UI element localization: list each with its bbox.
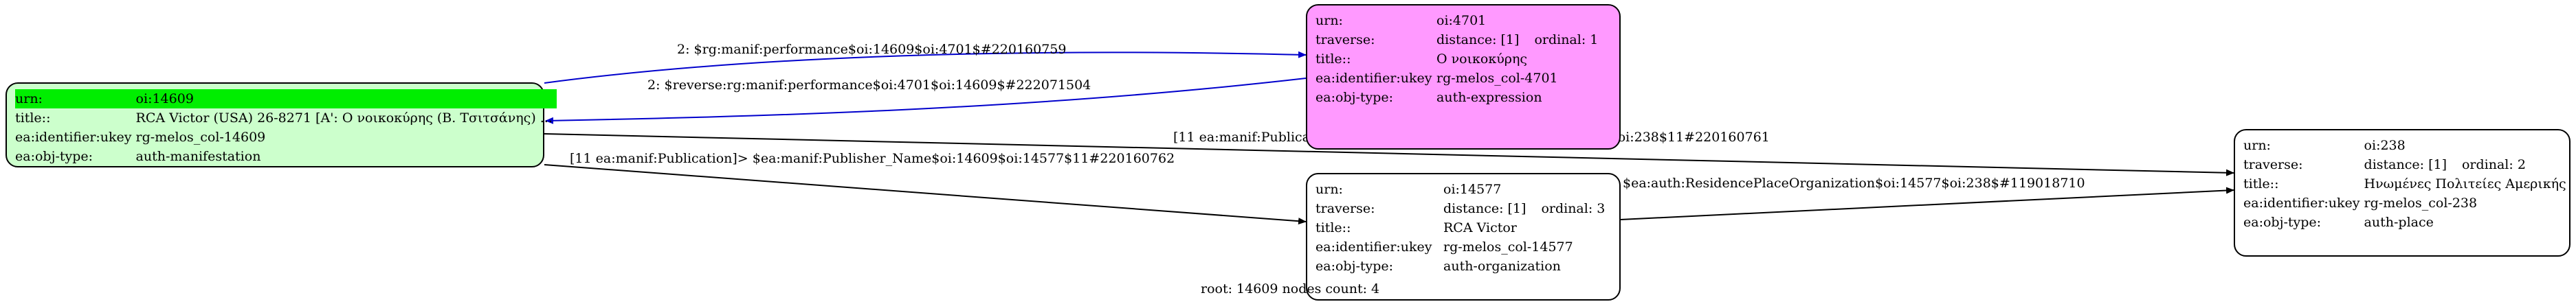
node-manifestation-14609[interactable]: urn: oi:14609 title:: RCA Victor (USA) 2… <box>5 82 557 167</box>
row-value: oi:14577 <box>1443 182 1502 197</box>
node-row-traverse: traverse: distance: [1] ordinal: 3 <box>1315 199 1605 218</box>
edge-label-performance: 2: $rg:manif:performance$oi:14609$oi:470… <box>677 42 1067 57</box>
node-row-title: title:: Ηνωμένες Πολιτείες Αμερικής <box>2243 174 2571 194</box>
row-value: Ηνωμένες Πολιτείες Αμερικής <box>2364 176 2566 191</box>
node-row-obj-type: ea:obj-type: auth-expression <box>1315 88 1598 107</box>
node-expression-4701[interactable]: urn: oi:4701 traverse: distance: [1] ordi… <box>1306 4 1621 150</box>
row-key: ea:identifier:ukey <box>1315 239 1432 255</box>
row-key: title:: <box>1315 220 1351 235</box>
node-attribute-table: urn: oi:238 traverse: distance: [1] ordin… <box>2243 136 2571 232</box>
row-value: oi:238 <box>2364 138 2406 153</box>
row-key: ea:identifier:ukey <box>15 130 132 145</box>
node-row-title: title:: RCA Victor (USA) 26-8271 [Α': Ο … <box>15 108 557 128</box>
traverse-distance: distance: [1] <box>1443 201 1526 216</box>
node-row-identifier: ea:identifier:ukey rg-melos_col-4701 <box>1315 69 1598 88</box>
row-value: auth-organization <box>1443 259 1561 274</box>
row-value: RCA Victor (USA) 26-8271 [Α': Ο νοικοκύρ… <box>135 110 553 126</box>
node-row-obj-type: ea:obj-type: auth-organization <box>1315 257 1605 276</box>
traverse-ordinal: ordinal: 3 <box>1541 201 1606 216</box>
traverse-ordinal: ordinal: 1 <box>1534 32 1599 47</box>
row-key: title:: <box>15 110 51 126</box>
node-row-title: title:: RCA Victor <box>1315 218 1605 237</box>
row-value: auth-expression <box>1436 90 1542 105</box>
node-row-identifier: ea:identifier:ukey rg-melos_col-14609 <box>15 128 557 147</box>
graph-footer: root: 14609 nodes count: 4 <box>1201 281 1380 296</box>
edge-label-publisher-name: [11 ea:manif:Publication]> $ea:manif:Pub… <box>570 151 1175 166</box>
row-value: Ο νοικοκύρης <box>1436 51 1527 67</box>
node-organization-14577[interactable]: urn: oi:14577 traverse: distance: [1] ord… <box>1306 173 1621 301</box>
node-row-title: title:: Ο νοικοκύρης <box>1315 49 1598 69</box>
row-value: rg-melos_col-238 <box>2364 196 2478 211</box>
traverse-ordinal: ordinal: 2 <box>2461 157 2526 172</box>
node-row-obj-type: ea:obj-type: auth-place <box>2243 213 2571 232</box>
row-key: ea:obj-type: <box>2243 215 2322 230</box>
row-value: rg-melos_col-14609 <box>135 130 266 145</box>
node-row-traverse: traverse: distance: [1] ordinal: 1 <box>1315 30 1598 49</box>
row-value: auth-place <box>2364 215 2434 230</box>
node-row-identifier: ea:identifier:ukey rg-melos_col-238 <box>2243 194 2571 213</box>
node-row-urn: urn: oi:238 <box>2243 136 2571 155</box>
node-attribute-table: urn: oi:14609 title:: RCA Victor (USA) 2… <box>15 89 557 166</box>
row-value: rg-melos_col-14577 <box>1443 239 1573 255</box>
edge-label-reverse-performance: 2: $reverse:rg:manif:performance$oi:4701… <box>647 78 1091 93</box>
row-value: oi:4701 <box>1436 13 1487 28</box>
row-key: urn: <box>2243 138 2271 153</box>
node-row-traverse: traverse: distance: [1] ordinal: 2 <box>2243 155 2571 174</box>
row-key: ea:obj-type: <box>1315 259 1394 274</box>
row-key: urn: <box>1315 182 1343 197</box>
row-key: urn: <box>15 89 136 108</box>
row-value: auth-manifestation <box>135 149 261 164</box>
node-place-238[interactable]: urn: oi:238 traverse: distance: [1] ordin… <box>2234 129 2571 257</box>
row-key: traverse: <box>1315 201 1375 216</box>
edge-publisher-name <box>544 164 1307 225</box>
edge-residence-place <box>1620 187 2234 220</box>
row-key: traverse: <box>2243 157 2303 172</box>
row-key: ea:obj-type: <box>15 149 93 164</box>
row-key: ea:identifier:ukey <box>2243 196 2360 211</box>
node-row-urn: urn: oi:14609 <box>15 89 557 108</box>
row-key: urn: <box>1315 13 1343 28</box>
node-attribute-table: urn: oi:4701 traverse: distance: [1] ordi… <box>1315 11 1598 107</box>
row-value: rg-melos_col-4701 <box>1436 71 1558 86</box>
row-key: ea:identifier:ukey <box>1315 71 1432 86</box>
row-key: traverse: <box>1315 32 1375 47</box>
row-value: distance: [1] ordinal: 3 <box>1443 199 1605 218</box>
traverse-distance: distance: [1] <box>1436 32 1520 47</box>
row-value: oi:14609 <box>135 89 557 108</box>
node-row-identifier: ea:identifier:ukey rg-melos_col-14577 <box>1315 237 1605 257</box>
row-value: distance: [1] ordinal: 1 <box>1436 30 1598 49</box>
row-value: distance: [1] ordinal: 2 <box>2364 155 2571 174</box>
edge-reverse-performance <box>545 78 1307 124</box>
traverse-distance: distance: [1] <box>2364 157 2447 172</box>
row-value: RCA Victor <box>1443 220 1517 235</box>
node-row-urn: urn: oi:14577 <box>1315 180 1605 199</box>
edge-label-residence-place: $ea:auth:ResidencePlaceOrganization$oi:1… <box>1623 176 2085 191</box>
row-key: ea:obj-type: <box>1315 90 1394 105</box>
node-row-urn: urn: oi:4701 <box>1315 11 1598 30</box>
node-row-obj-type: ea:obj-type: auth-manifestation <box>15 147 557 166</box>
node-attribute-table: urn: oi:14577 traverse: distance: [1] ord… <box>1315 180 1605 276</box>
edge-performance <box>544 51 1307 84</box>
row-key: title:: <box>1315 51 1351 67</box>
row-key: title:: <box>2243 176 2279 191</box>
